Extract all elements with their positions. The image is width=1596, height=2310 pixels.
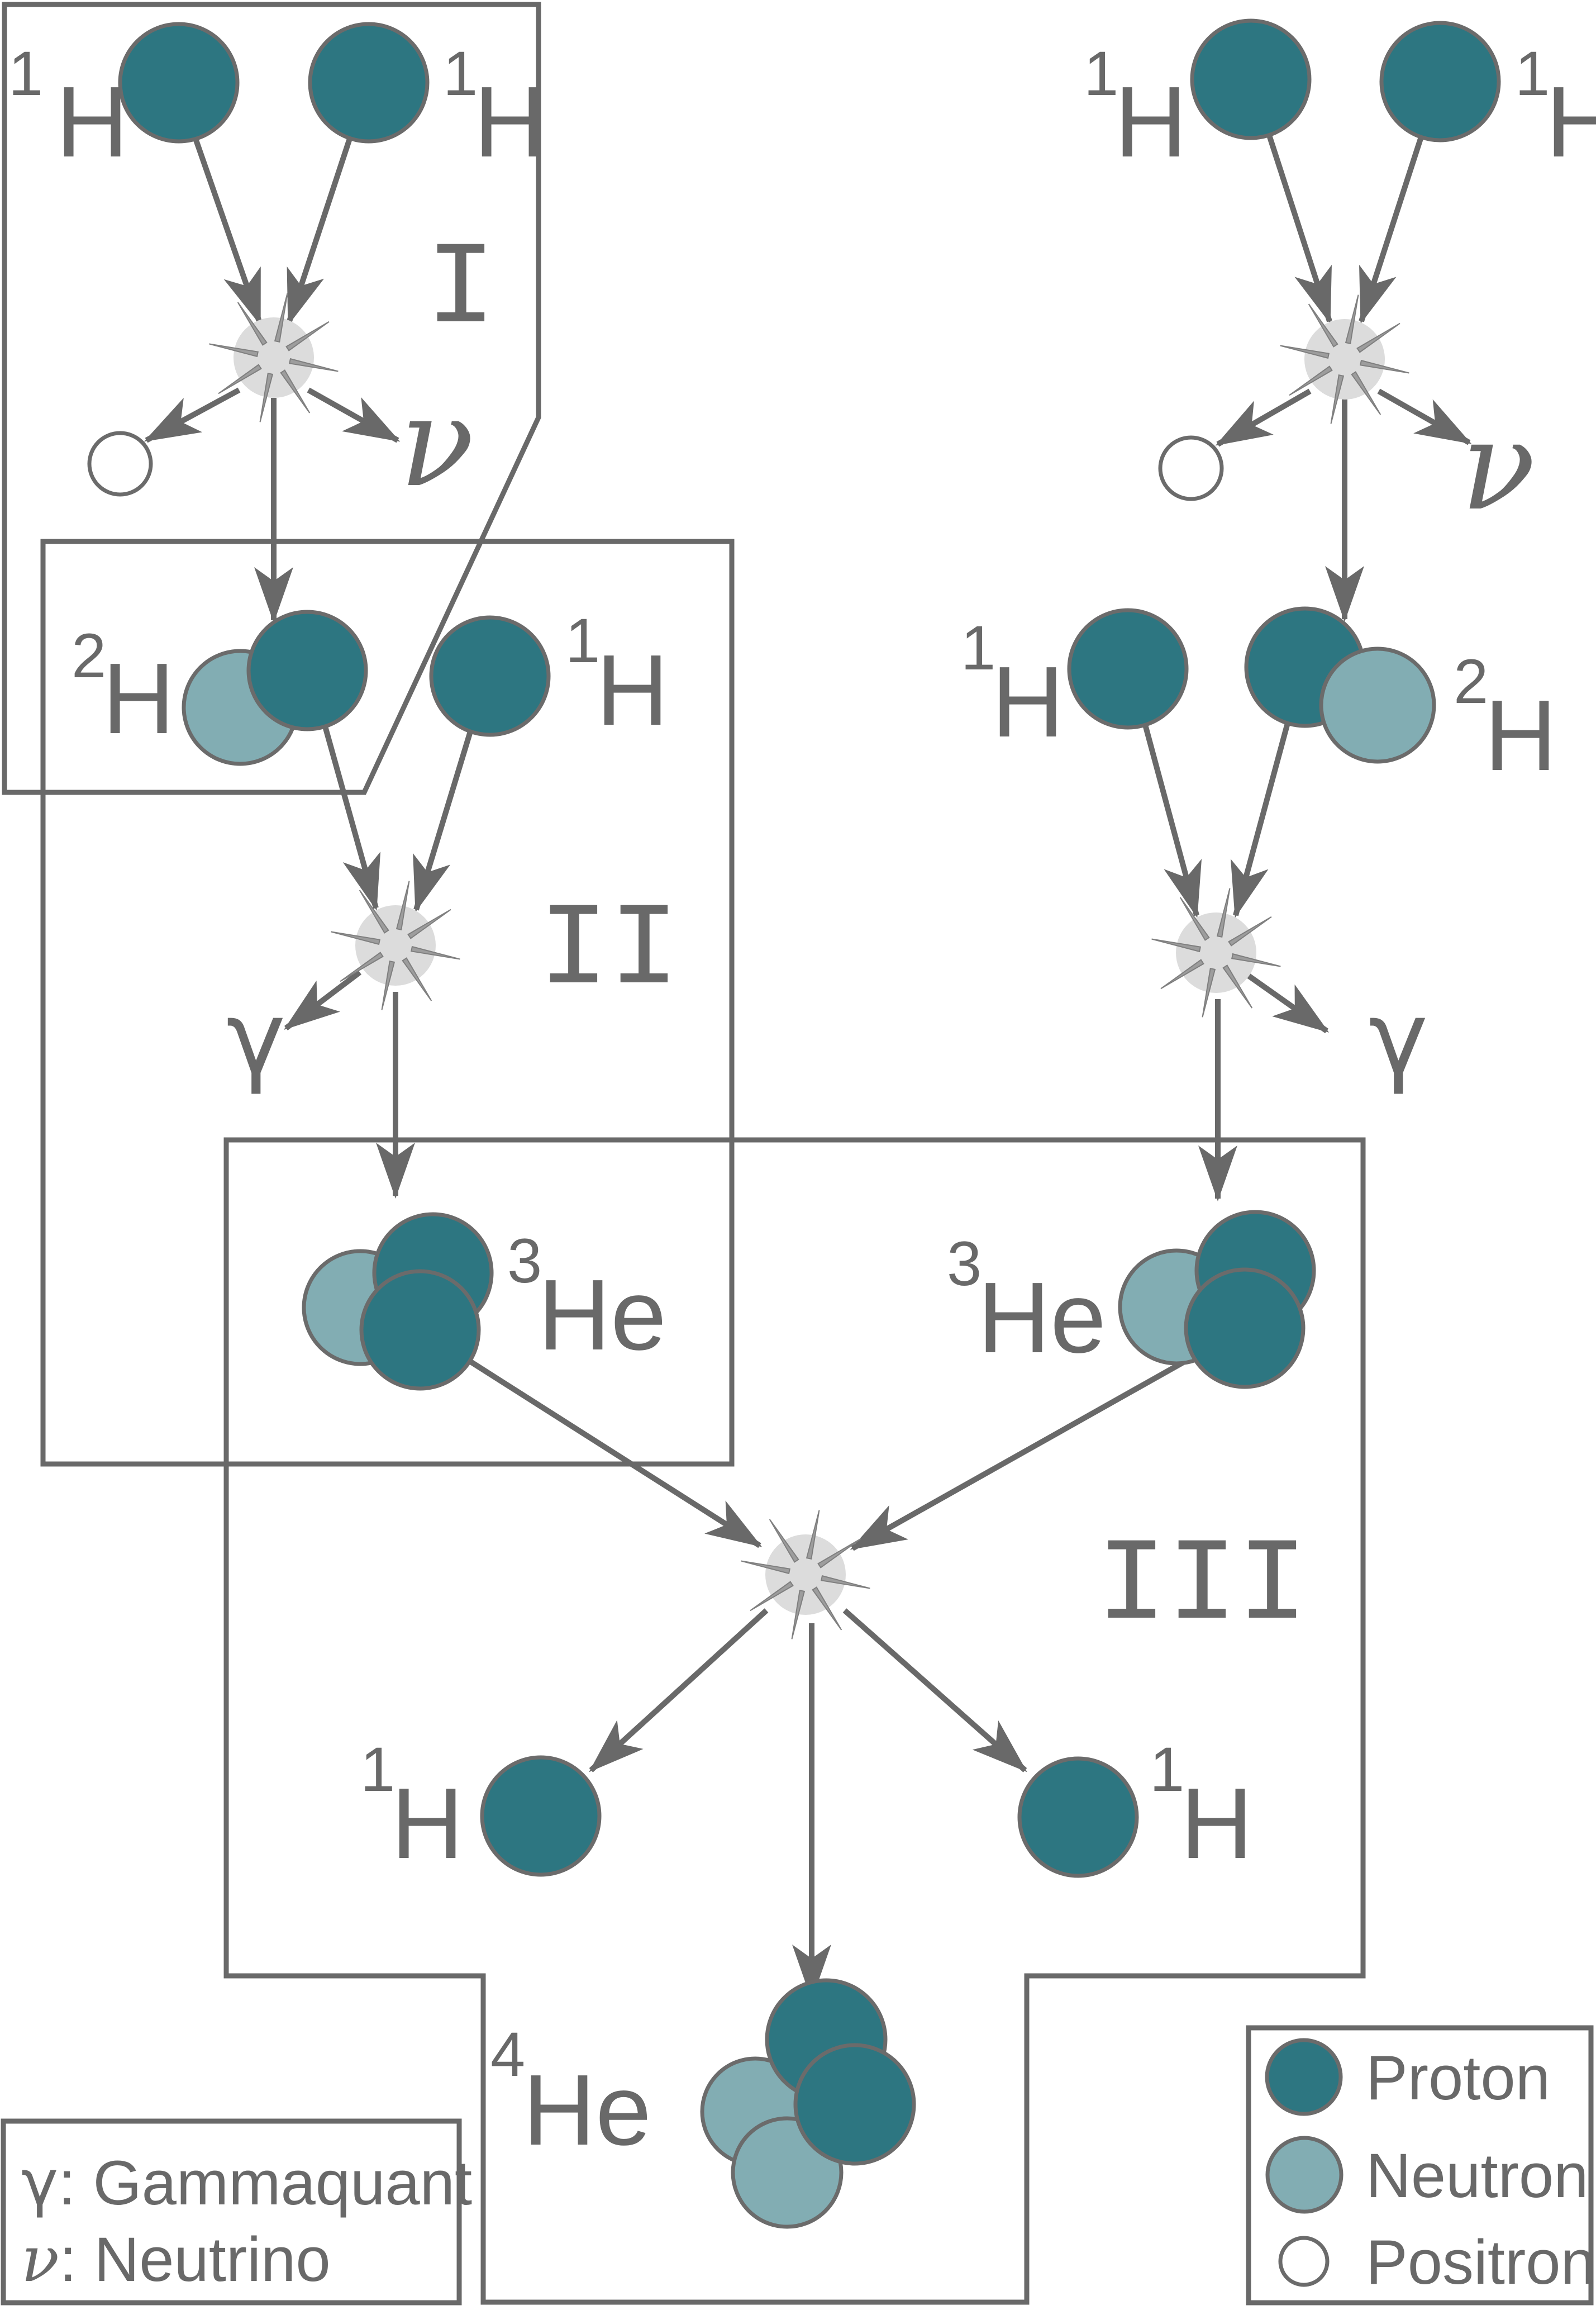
reaction-arrow: [850, 1354, 1195, 1551]
isotope-mass-number: 2: [1454, 647, 1488, 716]
isotope-mass-number: 1: [565, 606, 600, 676]
legend-glyph: ν: [21, 2223, 59, 2296]
isotope-symbol: H: [474, 66, 546, 178]
positron-circle: [1158, 435, 1224, 501]
legend-glyph: γ: [21, 2147, 58, 2219]
reaction-arrow: [1359, 136, 1424, 324]
collision-star-icon: [1151, 888, 1281, 1018]
legend-swatch-positron: [1278, 2236, 1330, 2287]
reaction-arrow: [1142, 724, 1202, 918]
reaction-arrow: [144, 387, 241, 443]
box-stage-3: [223, 1137, 1366, 2305]
reaction-arrow: [1244, 971, 1330, 1034]
isotope-mass-number: 2: [72, 621, 106, 691]
stage-label-II: II: [539, 885, 679, 1018]
reaction-arrow: [589, 1608, 769, 1772]
proton-circle: [429, 615, 551, 737]
legend-line-text: : Neutrino: [59, 2225, 331, 2294]
reaction-arrow: [1377, 388, 1472, 445]
isotope-mass-number: 4: [490, 2019, 525, 2089]
proton-circle: [118, 22, 240, 144]
proton-circle: [1067, 608, 1189, 730]
proton-circle: [1190, 18, 1312, 140]
collision-star-icon: [741, 1510, 870, 1639]
collision-halo: [234, 317, 314, 398]
collision-halo: [765, 1534, 846, 1615]
isotope-symbol: H: [102, 643, 175, 755]
neutrino-label: ν: [1461, 394, 1536, 538]
stage-label-III: III: [1097, 1520, 1308, 1653]
isotope-symbol: H: [1180, 1767, 1253, 1880]
collision-star-icon: [331, 881, 460, 1010]
reaction-arrow: [1231, 722, 1290, 918]
reaction-arrow: [468, 1358, 763, 1548]
isotope-symbol: H: [1114, 66, 1187, 178]
isotope-mass-number: 3: [507, 1226, 542, 1296]
isotope-symbol: He: [978, 1262, 1106, 1374]
isotope-symbol: He: [538, 1259, 666, 1371]
proton-circle: [1184, 1267, 1306, 1389]
reaction-arrow: [193, 137, 263, 326]
reaction-arrow: [1266, 134, 1332, 324]
legend-line-text: : Gammaquant: [58, 2148, 472, 2218]
proton-circle: [359, 1269, 481, 1391]
reaction-arrow: [413, 730, 473, 912]
reaction-arrow: [842, 1608, 1027, 1772]
isotope-mass-number: 1: [8, 39, 43, 108]
reaction-arrow: [284, 970, 362, 1030]
proton-circle: [1379, 21, 1501, 142]
legend-label-positron: Positron: [1366, 2227, 1595, 2297]
isotope-mass-number: 1: [1084, 39, 1118, 108]
positron-circle: [87, 431, 153, 497]
isotope-mass-number: 1: [1150, 1734, 1184, 1804]
collision-star-icon: [1280, 294, 1409, 424]
collision-halo: [1304, 319, 1385, 400]
isotope-mass-number: 1: [443, 39, 478, 108]
isotope-symbol: H: [1546, 66, 1596, 178]
isotope-symbol: H: [992, 646, 1064, 758]
proton-circle: [1017, 1756, 1139, 1878]
legend-left-box: [1, 2118, 462, 2306]
isotope-mass-number: 1: [1515, 39, 1550, 108]
collision-halo: [355, 905, 436, 986]
box-stage-1: [2, 2, 541, 795]
neutrino-label: ν: [399, 371, 474, 514]
gamma-label: γ: [226, 980, 286, 1097]
isotope-symbol: H: [391, 1767, 464, 1880]
reaction-arrow: [307, 387, 401, 443]
legend-right-box: [1246, 2025, 1594, 2306]
legend-label-proton: Proton: [1366, 2043, 1550, 2113]
reaction-arrow: [322, 725, 381, 911]
gamma-label: γ: [1369, 980, 1428, 1097]
legend-label-neutron: Neutron: [1366, 2141, 1588, 2211]
stage-label-I: I: [426, 224, 496, 357]
legend-line: ν: Neutrino: [21, 2223, 331, 2296]
isotope-mass-number: 1: [961, 613, 995, 683]
isotope-symbol: H: [596, 634, 669, 747]
collision-star-icon: [209, 293, 339, 422]
legend-swatch-neutron: [1265, 2136, 1344, 2214]
isotope-symbol: H: [56, 66, 128, 178]
isotope-mass-number: 3: [947, 1229, 982, 1299]
reaction-arrow: [1215, 388, 1312, 447]
proton-circle: [308, 22, 430, 144]
legend-swatch-proton: [1265, 2038, 1343, 2116]
neutron-circle: [1319, 647, 1436, 764]
box-stage-2: [40, 539, 735, 1467]
reaction-arrow: [286, 137, 352, 326]
legend-line: γ: Gammaquant: [21, 2147, 472, 2219]
proton-circle: [480, 1755, 602, 1877]
proton-circle: [246, 610, 368, 731]
isotope-mass-number: 1: [360, 1734, 395, 1804]
isotope-symbol: H: [1484, 679, 1557, 792]
proton-circle: [793, 2043, 916, 2166]
isotope-symbol: He: [523, 2054, 651, 2166]
collision-halo: [1176, 912, 1256, 993]
